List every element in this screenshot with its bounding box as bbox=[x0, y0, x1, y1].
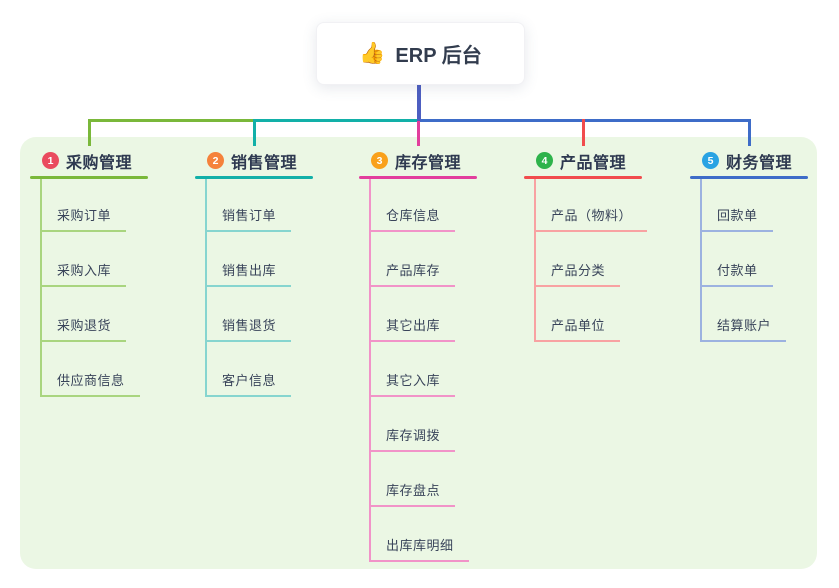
branch-2: 2 销售管理销售订单销售出库销售退货客户信息 bbox=[195, 146, 360, 574]
branch-underline bbox=[30, 176, 148, 179]
child-node[interactable]: 出库库明细 bbox=[369, 536, 469, 562]
branch-spine-line bbox=[205, 179, 207, 397]
connector-line bbox=[254, 119, 420, 122]
branch-number-badge: 2 bbox=[207, 152, 224, 169]
connector-drop-line bbox=[581, 119, 585, 146]
branch-spine-line bbox=[534, 179, 536, 342]
branch-number-badge: 4 bbox=[536, 152, 553, 169]
branch-title-node[interactable]: 4 产品管理 bbox=[524, 149, 642, 172]
child-node[interactable]: 产品单位 bbox=[534, 316, 621, 342]
child-node[interactable]: 供应商信息 bbox=[40, 371, 140, 397]
connector-line bbox=[418, 119, 751, 122]
connector-drop-line bbox=[747, 119, 751, 146]
connector-drop-line bbox=[416, 121, 420, 146]
connector-drop-line bbox=[252, 119, 256, 146]
branch-number-badge: 3 bbox=[371, 152, 388, 169]
branch-4: 4 产品管理产品（物料） 产品分类产品单位 bbox=[524, 146, 689, 574]
branch-3: 3 库存管理仓库信息产品库存其它出库其它入库库存调拨库存盘点出库库明细 bbox=[359, 146, 524, 574]
root-node[interactable]: 👍 ERP 后台 bbox=[316, 22, 525, 85]
branch-spine-line bbox=[369, 179, 371, 562]
branch-title-node[interactable]: 1 采购管理 bbox=[30, 149, 148, 172]
child-node[interactable]: 产品库存 bbox=[369, 261, 456, 287]
root-connector-line bbox=[417, 83, 421, 121]
root-node-label: ERP 后台 bbox=[395, 45, 482, 67]
branch-spine-line bbox=[700, 179, 702, 342]
child-node[interactable]: 产品分类 bbox=[534, 261, 621, 287]
child-node[interactable]: 客户信息 bbox=[205, 371, 292, 397]
branch-underline bbox=[359, 176, 477, 179]
branch-1: 1 采购管理采购订单采购入库采购退货供应商信息 bbox=[30, 146, 195, 574]
child-node[interactable]: 付款单 bbox=[700, 261, 773, 287]
child-node[interactable]: 采购退货 bbox=[40, 316, 127, 342]
child-node[interactable]: 库存盘点 bbox=[369, 481, 456, 507]
child-node[interactable]: 结算账户 bbox=[700, 316, 787, 342]
branch-title-label: 采购管理 bbox=[66, 154, 133, 172]
branch-5: 5 财务管理回款单付款单结算账户 bbox=[690, 146, 839, 574]
branch-title-label: 财务管理 bbox=[726, 154, 793, 172]
child-node[interactable]: 库存调拨 bbox=[369, 426, 456, 452]
branch-number-badge: 1 bbox=[42, 152, 59, 169]
branch-title-label: 库存管理 bbox=[395, 154, 462, 172]
thumbs-up-icon: 👍 bbox=[359, 42, 386, 65]
branch-underline bbox=[524, 176, 642, 179]
branch-spine-line bbox=[40, 179, 42, 397]
branch-number-badge: 5 bbox=[702, 152, 719, 169]
connector-drop-line bbox=[87, 119, 91, 146]
child-node[interactable]: 其它出库 bbox=[369, 316, 456, 342]
branch-title-node[interactable]: 2 销售管理 bbox=[195, 149, 313, 172]
child-node[interactable]: 仓库信息 bbox=[369, 206, 456, 232]
branch-title-node[interactable]: 3 库存管理 bbox=[359, 149, 477, 172]
branch-title-node[interactable]: 5 财务管理 bbox=[690, 149, 808, 172]
mindmap-panel bbox=[20, 137, 817, 569]
branch-underline bbox=[195, 176, 313, 179]
branch-title-label: 产品管理 bbox=[560, 154, 627, 172]
branch-title-label: 销售管理 bbox=[231, 154, 298, 172]
child-node[interactable]: 销售退货 bbox=[205, 316, 292, 342]
child-node[interactable]: 销售订单 bbox=[205, 206, 292, 232]
child-node[interactable]: 采购入库 bbox=[40, 261, 127, 287]
connector-line bbox=[89, 119, 256, 122]
branch-underline bbox=[690, 176, 808, 179]
child-node[interactable]: 产品（物料） bbox=[534, 206, 648, 232]
child-node[interactable]: 回款单 bbox=[700, 206, 773, 232]
child-node[interactable]: 销售出库 bbox=[205, 261, 292, 287]
child-node[interactable]: 采购订单 bbox=[40, 206, 127, 232]
child-node[interactable]: 其它入库 bbox=[369, 371, 456, 397]
